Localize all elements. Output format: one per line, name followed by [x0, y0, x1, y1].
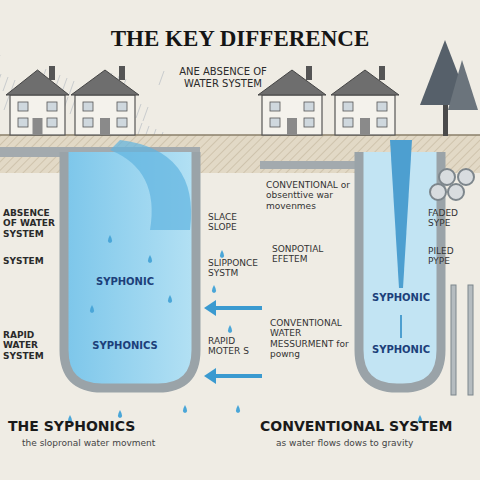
- u-pipe: [359, 152, 441, 388]
- label: SYPHONICS: [80, 340, 170, 352]
- flow-wedge: [390, 140, 412, 288]
- arrow-head: [204, 300, 216, 316]
- window: [47, 118, 57, 127]
- pipe-end: [430, 184, 446, 200]
- window: [343, 118, 353, 127]
- window: [377, 102, 387, 111]
- flow-line: [400, 315, 402, 338]
- window: [18, 102, 28, 111]
- window: [47, 102, 57, 111]
- ground-line: [0, 134, 480, 136]
- droplet: [90, 305, 94, 313]
- window: [270, 118, 280, 127]
- flow-arrow: [212, 306, 262, 310]
- rain: [0, 55, 164, 148]
- house: [331, 66, 399, 135]
- window: [343, 102, 353, 111]
- label: ANE ABSENCE OF WATER SYSTEM: [178, 66, 268, 89]
- label: FADED SYPE: [428, 208, 476, 229]
- chimney: [379, 66, 385, 80]
- label: SYPHONIC: [367, 344, 435, 356]
- small-pipe: [468, 285, 473, 395]
- droplet: [212, 285, 216, 293]
- window: [117, 102, 127, 111]
- window: [377, 118, 387, 127]
- label: SYPHONIC: [80, 276, 170, 288]
- label: CONVENTIONAL or obsenttive war movenmes: [266, 180, 354, 211]
- window: [270, 102, 280, 111]
- label: SLIPPONCE SYSTM: [208, 258, 268, 279]
- door: [287, 118, 297, 135]
- label: SYPHONIC: [367, 292, 435, 304]
- house-wall: [335, 95, 395, 135]
- droplet: [220, 250, 224, 258]
- rain-streak: [159, 71, 164, 85]
- window: [18, 118, 28, 127]
- house-roof: [6, 70, 69, 95]
- title: THE KEY DIFFERENCE: [0, 26, 480, 52]
- window: [304, 102, 314, 111]
- door: [33, 118, 43, 135]
- droplet: [118, 410, 122, 418]
- label: PILED PYPE: [428, 246, 476, 267]
- house-wall: [75, 95, 135, 135]
- droplet: [228, 325, 232, 333]
- rain-streak: [136, 104, 141, 118]
- droplet: [108, 235, 112, 243]
- window: [83, 118, 93, 127]
- label: ABSENCE OF WATER SYSTEM: [3, 208, 57, 239]
- arrow-head: [204, 368, 216, 384]
- chimney: [306, 66, 312, 80]
- house: [258, 66, 326, 135]
- droplet: [168, 295, 172, 303]
- label: CONVENTIONAL WATER MESSURMENT for powng: [270, 318, 354, 359]
- rain-streak: [0, 74, 1, 88]
- house-wall: [10, 95, 65, 135]
- droplet: [183, 405, 187, 413]
- door: [100, 118, 110, 135]
- tree-crown: [448, 60, 478, 110]
- chimney: [119, 66, 125, 80]
- droplet: [148, 255, 152, 263]
- waterfall: [110, 140, 191, 230]
- house-wall: [262, 95, 322, 135]
- house: [6, 66, 69, 135]
- window: [83, 102, 93, 111]
- label: SYSTEM: [3, 256, 57, 266]
- droplet: [236, 405, 240, 413]
- house: [71, 66, 139, 135]
- house-roof: [258, 70, 326, 95]
- label: SONPOTIAL EFETEM: [272, 244, 352, 265]
- panel-heading: THE SYPHONICS: [8, 418, 228, 434]
- label: the slopronal water movment: [22, 438, 232, 448]
- u-pipe: [64, 152, 196, 388]
- label: SLACE SLOPE: [208, 212, 256, 233]
- houses: [6, 66, 399, 135]
- flow-arrow: [212, 374, 262, 378]
- small-pipe: [451, 285, 456, 395]
- window: [304, 118, 314, 127]
- pipe-end: [439, 169, 455, 185]
- label: as water flows dows to gravity: [276, 438, 476, 448]
- side-pipe: [260, 161, 355, 169]
- rain-streak: [3, 77, 8, 91]
- panel-heading: CONVENTIONAL SYSTEM: [260, 418, 476, 434]
- label: RAPID WATER SYSTEM: [3, 330, 57, 361]
- pipe-end: [458, 169, 474, 185]
- door: [360, 118, 370, 135]
- rain-streak: [143, 107, 148, 121]
- rain-streak: [4, 96, 9, 110]
- tree-trunk: [443, 100, 448, 136]
- chimney: [49, 66, 55, 80]
- rain-streak: [70, 100, 75, 114]
- pipe-end: [448, 184, 464, 200]
- house-roof: [71, 70, 139, 95]
- label: RAPID MOTER S: [208, 336, 256, 357]
- house-roof: [331, 70, 399, 95]
- window: [117, 118, 127, 127]
